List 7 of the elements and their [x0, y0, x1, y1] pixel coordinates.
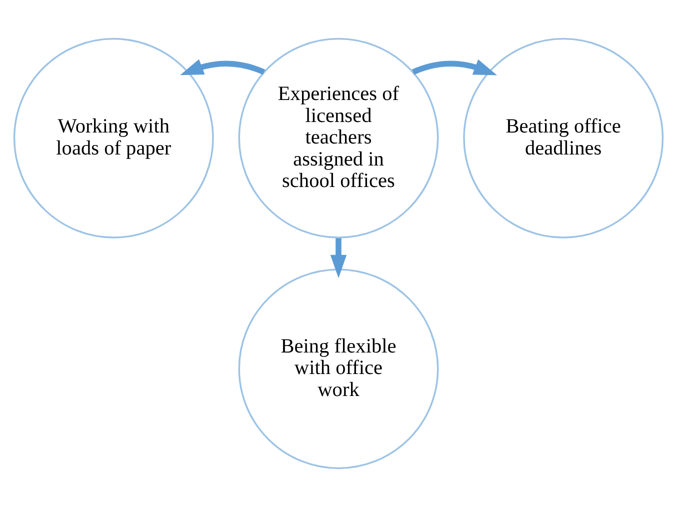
node-circle: Beating office deadlines	[463, 38, 664, 238]
node-circle: Being flexible with office work	[238, 268, 439, 470]
arrow	[412, 59, 498, 76]
node-circle: Working with loads of paper	[13, 38, 214, 238]
arrow	[330, 238, 347, 278]
node-circle: Experiences of licensed teachers assigned in school offices	[238, 38, 439, 238]
arrow	[180, 59, 266, 76]
